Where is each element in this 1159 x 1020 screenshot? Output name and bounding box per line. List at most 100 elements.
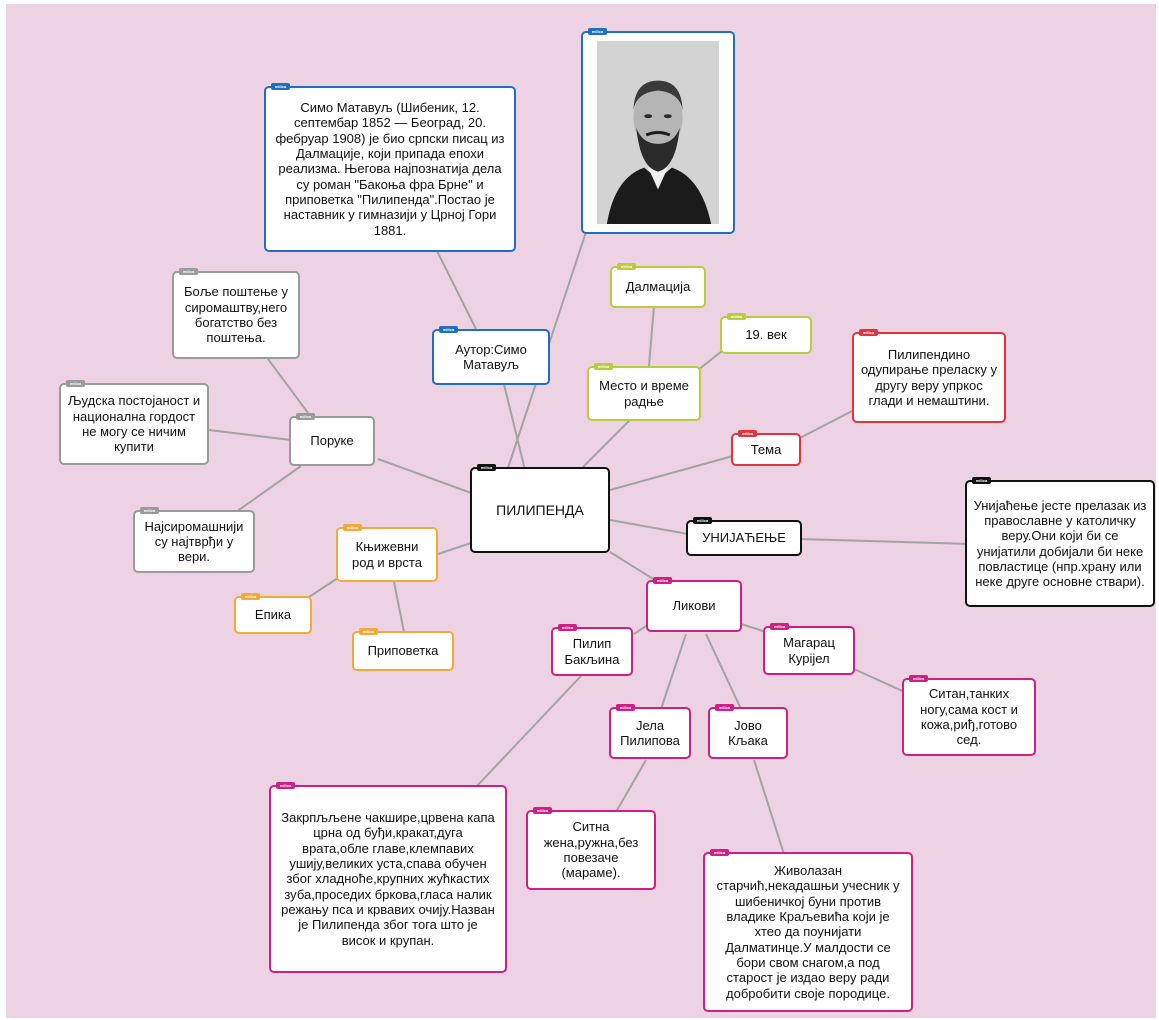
jela-node[interactable]: milica Јела Пилипова	[609, 704, 691, 759]
author-tag: milica	[727, 313, 746, 320]
donkey-node[interactable]: milica Магарац Курijел	[763, 623, 855, 675]
donkey-label: Магарац Курijел	[783, 635, 835, 666]
jela-desc-node[interactable]: milica Ситна жена,ружна,без повезаче (ма…	[526, 807, 656, 890]
author-tag: milica	[271, 83, 290, 90]
link-theme-desc	[795, 408, 857, 441]
uniate-node[interactable]: milica УНИЈАЋЕЊЕ	[686, 517, 802, 556]
author-tag: milica	[616, 704, 635, 711]
author-tag: milica	[296, 413, 315, 420]
message-1-node[interactable]: milica Боље поштење у сиромаштву,него бо…	[172, 268, 300, 359]
link-author-bio	[435, 248, 477, 330]
author-tag: milica	[859, 329, 878, 336]
jovo-label: Јово Кљака	[728, 717, 768, 748]
author-tag: milica	[66, 380, 85, 387]
theme-node[interactable]: milica Тема	[731, 430, 801, 466]
author-tag: milica	[617, 263, 636, 270]
link-pilip-desc	[475, 675, 582, 788]
author-tag: milica	[477, 464, 496, 471]
author-tag: milica	[594, 363, 613, 370]
pilip-node[interactable]: milica Пилип Бакљина	[551, 624, 633, 676]
link-uniate-desc	[799, 538, 972, 545]
donkey-desc-text: Ситан,танких ногу,сама кост и кожа,риђ,г…	[920, 686, 1018, 748]
link-messages-msg2	[208, 429, 292, 441]
author-tag: milica	[972, 477, 991, 484]
place-time-node[interactable]: milica Место и време радње	[587, 363, 701, 421]
link-jela-desc	[615, 759, 647, 813]
jela-desc-text: Ситна жена,ружна,без повезаче (мараме).	[543, 819, 639, 881]
mind-map-canvas: milica ПИЛИПЕНДА milica Аутор:Симо Матав…	[6, 4, 1156, 1018]
century-label: 19. век	[745, 327, 787, 343]
link-central-place	[575, 413, 637, 475]
link-characters-jovo	[705, 633, 742, 710]
author-node-label: Аутор:Симо Матавуљ	[455, 341, 527, 372]
uniate-label: УНИЈАЋЕЊЕ	[702, 530, 786, 546]
genre-node[interactable]: milica Књижевни род и врста	[336, 524, 438, 582]
epic-node[interactable]: milica Епика	[234, 593, 312, 634]
jovo-desc-text: Живолазан старчић,некадашњи учесник у ши…	[716, 863, 900, 1001]
place-time-label: Место и време радње	[599, 378, 689, 409]
message-2-text: Људска постојаност и национална гордост …	[67, 393, 201, 455]
uniate-desc-node[interactable]: milica Унијаћење јесте прелазак из право…	[965, 477, 1155, 607]
messages-label: Поруке	[310, 433, 354, 449]
connector-lines	[208, 231, 972, 855]
link-jovo-desc	[753, 759, 785, 855]
link-donkey-desc	[853, 668, 910, 695]
link-central-uniate	[609, 519, 689, 535]
author-tag: milica	[770, 623, 789, 630]
author-portrait-image	[597, 41, 719, 224]
author-tag: milica	[359, 628, 378, 635]
author-tag: milica	[693, 517, 712, 524]
link-genre-story	[393, 581, 405, 633]
genre-label: Књижевни род и врста	[352, 539, 422, 570]
theme-desc-node[interactable]: milica Пилипендино одупирање преласку у …	[852, 329, 1006, 423]
author-tag: milica	[439, 326, 458, 333]
link-characters-jela	[660, 633, 687, 710]
message-1-text: Боље поштење у сиромаштву,него богатство…	[183, 284, 289, 346]
link-messages-msg1	[267, 358, 312, 418]
author-tag: milica	[558, 624, 577, 631]
author-tag: milica	[738, 430, 757, 437]
author-tag: milica	[588, 28, 607, 35]
message-3-text: Најсиромашнији су најтврђи у вери.	[144, 518, 244, 565]
author-tag: milica	[343, 524, 362, 531]
characters-label: Ликови	[672, 598, 716, 614]
link-messages-msg3	[235, 465, 302, 513]
author-tag: milica	[140, 507, 159, 514]
link-central-messages	[377, 458, 475, 495]
pilip-desc-node[interactable]: milica Закрпљљене чакшире,црвена капа цр…	[269, 782, 507, 973]
message-2-node[interactable]: milica Људска постојаност и национална г…	[59, 380, 209, 465]
link-characters-donkey	[740, 623, 767, 633]
link-central-characters	[609, 551, 659, 583]
theme-desc-text: Пилипендино одупирање преласку у другу в…	[860, 346, 998, 408]
dalmatia-node[interactable]: milica Далмација	[610, 263, 706, 308]
central-node-label: ПИЛИПЕНДА	[496, 501, 584, 518]
author-bio-node[interactable]: milica Симо Матавуљ (Шибеник, 12. септем…	[264, 83, 516, 252]
story-node[interactable]: milica Приповетка	[352, 628, 454, 671]
messages-node[interactable]: milica Поруке	[289, 413, 375, 466]
uniate-desc-text: Унијаћење јесте прелазак из православне …	[973, 497, 1147, 590]
central-node[interactable]: milica ПИЛИПЕНДА	[470, 464, 610, 553]
author-tag: milica	[276, 782, 295, 789]
author-tag: milica	[241, 593, 260, 600]
link-central-genre	[437, 541, 475, 555]
jela-label: Јела Пилипова	[620, 717, 680, 748]
author-bio-text: Симо Матавуљ (Шибеник, 12. септембар 185…	[275, 100, 505, 238]
author-photo-node[interactable]: milica	[581, 28, 735, 234]
author-tag: milica	[715, 704, 734, 711]
author-tag: milica	[710, 849, 729, 856]
author-tag: milica	[179, 268, 198, 275]
theme-label: Тема	[750, 441, 782, 457]
pilip-desc-text: Закрпљљене чакшире,црвена капа црна од б…	[281, 810, 495, 948]
jovo-desc-node[interactable]: milica Живолазан старчић,некадашњи учесн…	[703, 849, 913, 1012]
link-place-dalmatia	[648, 305, 655, 367]
characters-node[interactable]: milica Ликови	[646, 577, 742, 632]
author-tag: milica	[909, 675, 928, 682]
author-tag: milica	[653, 577, 672, 584]
jovo-node[interactable]: milica Јово Кљака	[708, 704, 788, 759]
link-central-theme	[609, 455, 734, 491]
donkey-desc-node[interactable]: milica Ситан,танких ногу,сама кост и кож…	[902, 675, 1036, 756]
message-3-node[interactable]: milica Најсиромашнији су најтврђи у вери…	[133, 507, 255, 573]
century-node[interactable]: milica 19. век	[720, 313, 812, 354]
epic-label: Епика	[254, 607, 292, 623]
author-node[interactable]: milica Аутор:Симо Матавуљ	[432, 326, 550, 385]
